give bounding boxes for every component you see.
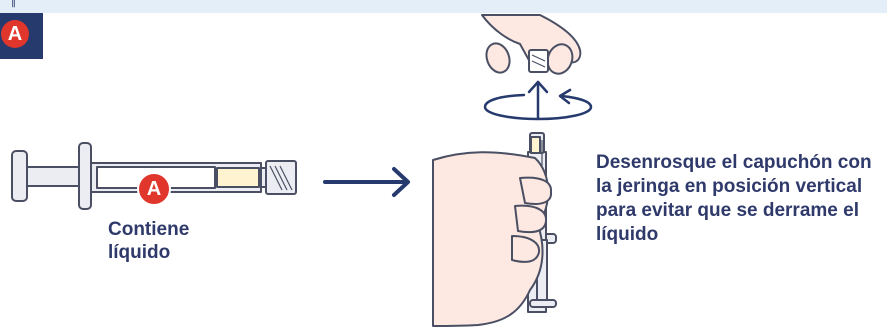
rotate-icon xyxy=(483,88,593,121)
upper-hand xyxy=(481,14,582,75)
plunger-rod xyxy=(26,166,82,187)
liquid xyxy=(216,167,260,188)
plunger-flange xyxy=(11,150,28,202)
removed-cap xyxy=(528,49,549,73)
palm xyxy=(432,151,550,327)
header-glyph: ‖ xyxy=(11,0,16,8)
barrel-flange xyxy=(78,142,92,210)
top-strip xyxy=(0,0,887,13)
plunger-flange-vertical xyxy=(529,299,557,308)
syringe-label-line2: líquido xyxy=(108,242,171,263)
curled-finger-2 xyxy=(514,204,548,234)
lower-hand xyxy=(432,151,553,327)
instruction-text: Desenrosque el capuchón con la jeringa e… xyxy=(596,152,872,245)
liquid-vertical xyxy=(530,136,541,154)
curled-finger-3 xyxy=(511,235,541,263)
syringe-label-line1: Contiene xyxy=(108,219,190,240)
arrow-right-icon xyxy=(323,167,410,197)
curled-fingers xyxy=(519,176,553,205)
thumb xyxy=(485,42,511,74)
syringe-label: Contiene líquido xyxy=(108,218,189,264)
up-arrow-icon xyxy=(527,80,549,120)
step-badge: A xyxy=(1,20,29,48)
syringe-label-badge: A xyxy=(137,172,171,206)
cap-ridges xyxy=(269,165,293,191)
